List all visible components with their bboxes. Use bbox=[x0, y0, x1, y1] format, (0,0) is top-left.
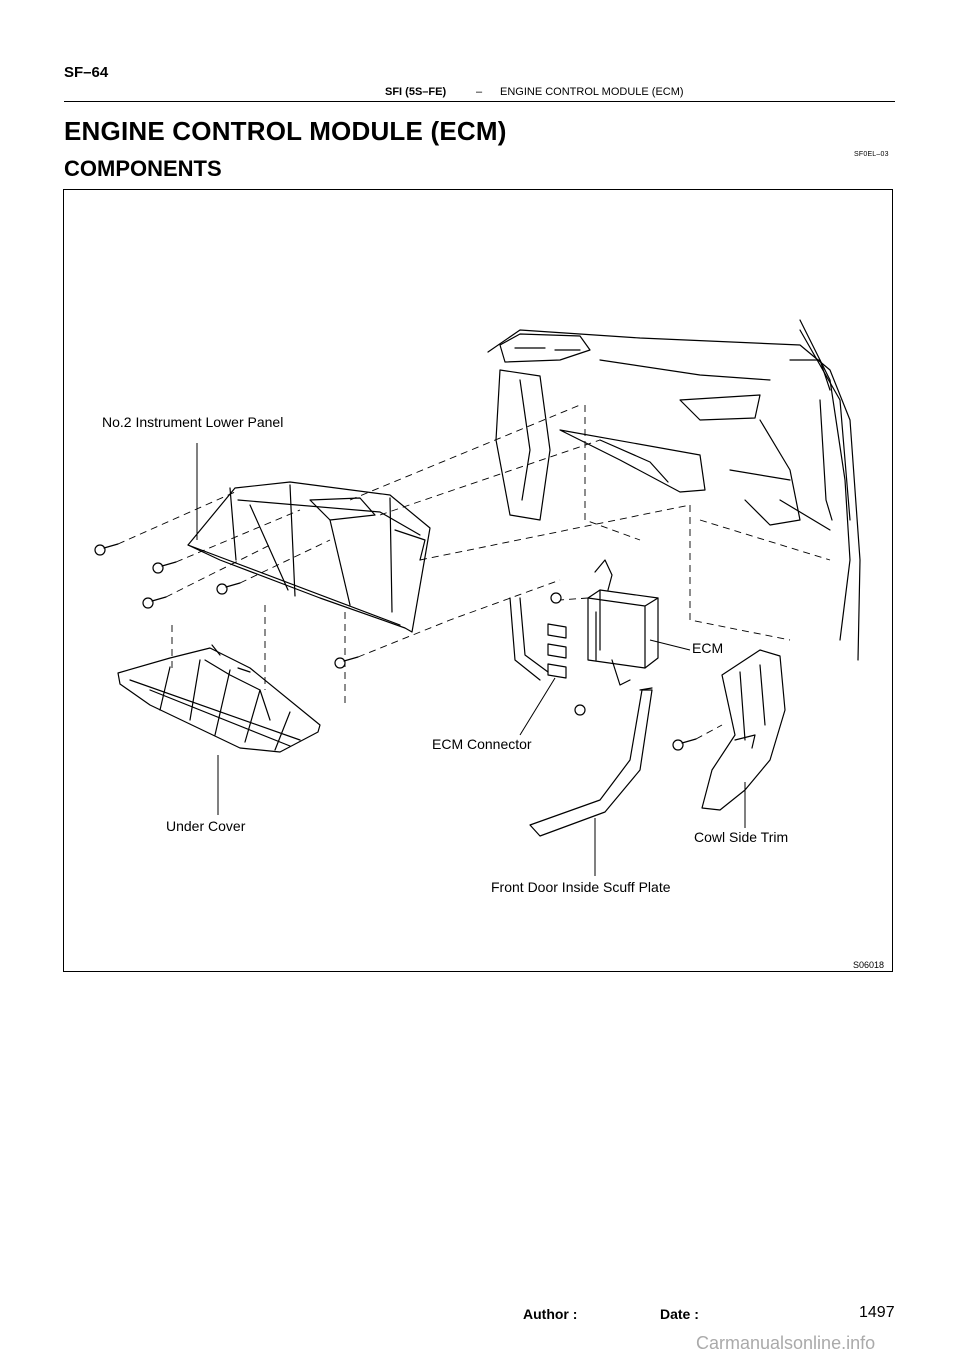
header-rule bbox=[64, 101, 895, 102]
page-title: ENGINE CONTROL MODULE (ECM) bbox=[64, 116, 507, 146]
callout-instrument-lower-panel: No.2 Instrument Lower Panel bbox=[102, 414, 284, 430]
components-diagram bbox=[94, 319, 861, 876]
cowl-side-trim-drawing bbox=[701, 649, 786, 811]
scuff-plate-drawing bbox=[529, 687, 653, 837]
under-cover-drawing bbox=[117, 644, 321, 753]
header-separator: – bbox=[476, 86, 483, 98]
ecm-drawing bbox=[587, 559, 659, 686]
footer-date-label: Date : bbox=[660, 1306, 699, 1322]
callout-ecm-connector: ECM Connector bbox=[432, 736, 532, 752]
header-topic: ENGINE CONTROL MODULE (ECM) bbox=[500, 86, 684, 98]
callout-cowl-side-trim: Cowl Side Trim bbox=[694, 829, 789, 845]
alignment-lines bbox=[117, 404, 831, 740]
ecm-connector-drawing bbox=[509, 597, 567, 681]
document-code: SF0EL–03 bbox=[854, 151, 889, 158]
figure-code: S06018 bbox=[853, 960, 885, 970]
callout-scuff-plate: Front Door Inside Scuff Plate bbox=[491, 879, 671, 895]
callout-ecm: ECM bbox=[692, 640, 724, 656]
callout-under-cover: Under Cover bbox=[166, 818, 246, 834]
page-number: SF–64 bbox=[64, 64, 109, 81]
header-section: SFI (5S–FE) bbox=[385, 86, 447, 98]
leader-lines bbox=[196, 443, 746, 876]
figure-frame bbox=[63, 189, 893, 972]
footer-author-label: Author : bbox=[523, 1306, 578, 1322]
screws-drawing bbox=[94, 543, 697, 751]
section-heading: COMPONENTS bbox=[64, 156, 222, 181]
instrument-lower-panel-drawing bbox=[187, 481, 431, 633]
watermark: Carmanualsonline.info bbox=[696, 1333, 876, 1353]
dashboard-drawing bbox=[487, 329, 861, 661]
footer-page-number: 1497 bbox=[859, 1304, 895, 1321]
